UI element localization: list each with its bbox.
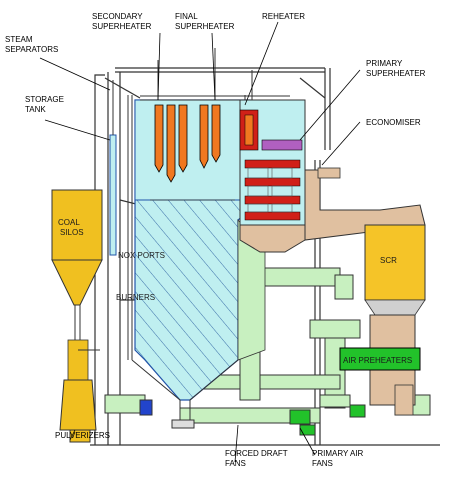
label-nox-ports: NOX PORTS [118,251,165,260]
building-frame [90,67,440,446]
secondary-superheater [154,104,188,183]
leader-lines [39,21,361,463]
primary-superheater-bank [261,139,303,151]
furnace [134,99,266,401]
fans [139,399,366,436]
air-preheater [339,314,421,416]
label-reheater: REHEATER [262,12,305,21]
final-superheater [199,104,221,169]
label-burners: BURNERS [116,293,155,302]
pulverizer [59,339,100,443]
rear-pass [239,99,306,253]
label-pulverizers: PULVERIZERS [55,431,110,440]
label-scr: SCR [380,256,397,265]
label-economiser: ECONOMISER [366,118,421,127]
label-air-preheaters: AIR PREHEATERS [343,356,412,365]
storage-tank [109,80,117,256]
flue-duct [304,167,426,241]
scr-unit [364,224,426,316]
coal-silo [51,189,103,340]
